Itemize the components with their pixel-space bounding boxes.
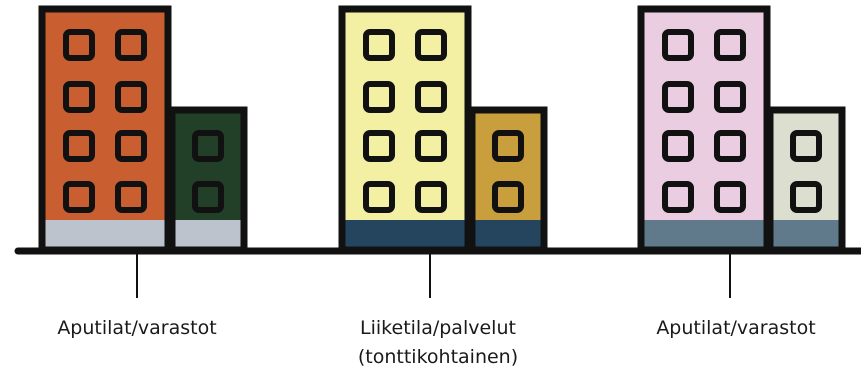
window-icon xyxy=(662,29,694,61)
window-icon xyxy=(662,81,694,113)
group-1-label: Aputilat/varastot xyxy=(57,314,216,343)
tall-building-base xyxy=(641,220,767,250)
window-icon xyxy=(790,181,822,213)
window-icon xyxy=(192,181,224,213)
window-icon xyxy=(115,29,147,61)
tall-building-facade xyxy=(42,9,168,220)
building-group-2 xyxy=(338,5,548,298)
group-2-label-line-1: Liiketila/palvelut xyxy=(360,317,516,339)
building-group-3 xyxy=(637,5,846,298)
tall-building-base xyxy=(42,220,168,250)
window-icon xyxy=(63,181,95,213)
window-icon xyxy=(714,29,746,61)
window-icon xyxy=(415,29,447,61)
window-icon xyxy=(714,181,746,213)
group-3-label: Aputilat/varastot xyxy=(656,314,815,343)
short-building-facade xyxy=(172,110,244,220)
short-building-facade xyxy=(770,110,842,220)
group-1-label-line-1: Aputilat/varastot xyxy=(57,317,217,339)
window-icon xyxy=(115,130,147,162)
group-3-label-line-1: Aputilat/varastot xyxy=(656,317,816,339)
window-icon xyxy=(415,81,447,113)
window-icon xyxy=(492,130,524,162)
short-building-base xyxy=(472,220,544,250)
short-building-base xyxy=(770,220,842,250)
group-2-label-line-2: (tonttikohtainen) xyxy=(357,346,519,368)
window-icon xyxy=(714,81,746,113)
window-icon xyxy=(63,130,95,162)
window-icon xyxy=(363,130,395,162)
window-icon xyxy=(662,181,694,213)
tall-building-facade xyxy=(641,9,767,220)
window-icon xyxy=(115,181,147,213)
short-building-facade xyxy=(472,110,544,220)
window-icon xyxy=(63,29,95,61)
window-icon xyxy=(192,130,224,162)
tall-building-facade xyxy=(342,9,468,220)
short-building-base xyxy=(172,220,244,250)
window-icon xyxy=(115,81,147,113)
group-2-label: Liiketila/palvelut (tonttikohtainen) xyxy=(358,314,518,372)
window-icon xyxy=(492,181,524,213)
window-icon xyxy=(662,130,694,162)
window-icon xyxy=(63,81,95,113)
window-icon xyxy=(363,81,395,113)
window-icon xyxy=(415,130,447,162)
window-icon xyxy=(415,181,447,213)
tall-building-base xyxy=(342,220,468,250)
window-icon xyxy=(790,130,822,162)
window-icon xyxy=(363,181,395,213)
window-icon xyxy=(714,130,746,162)
building-group-1 xyxy=(38,5,248,298)
window-icon xyxy=(363,29,395,61)
